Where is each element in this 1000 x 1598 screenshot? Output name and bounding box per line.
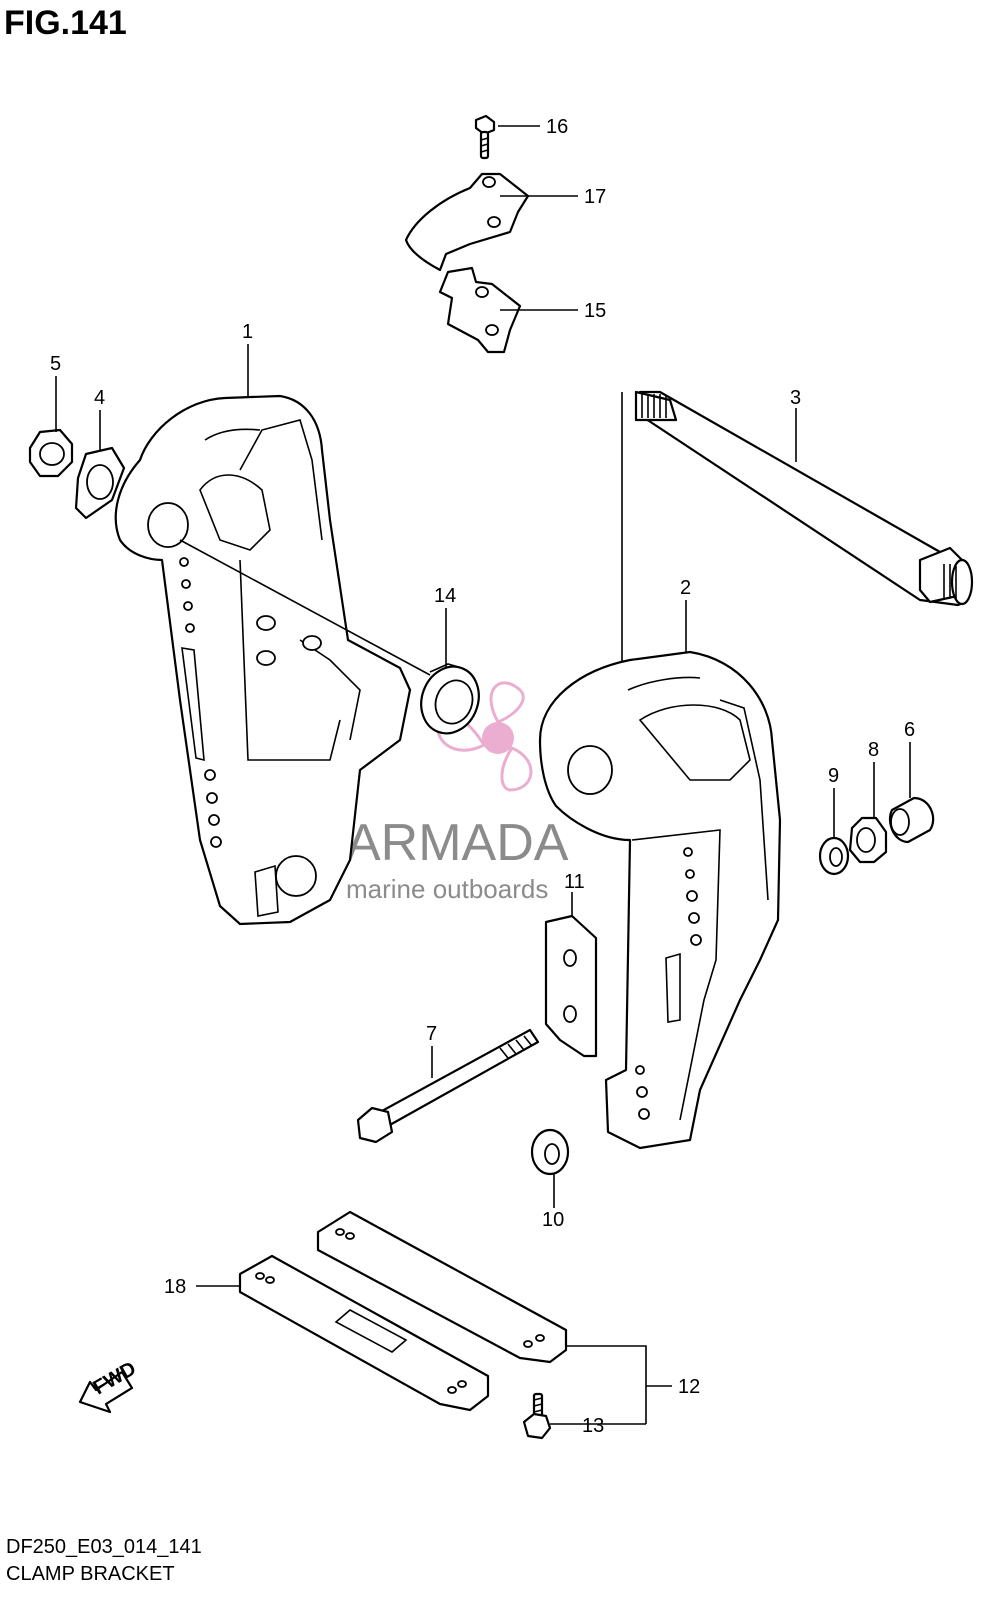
part-3-shaft [634, 390, 974, 607]
callout-18: 18 [164, 1276, 186, 1298]
figure-name: CLAMP BRACKET [6, 1563, 175, 1585]
part-18-bar [238, 1254, 490, 1412]
callout-9: 9 [828, 765, 839, 787]
part-2-clamp-bracket-right [538, 650, 782, 1150]
bracket-axis-line [179, 539, 431, 676]
arrow-icon [78, 1370, 134, 1414]
part-15-bracket [438, 266, 522, 354]
callout-8: 8 [868, 739, 879, 761]
callout-7: 7 [426, 1023, 437, 1045]
watermark-tagline: marine outboards [346, 874, 548, 904]
part-6-collar [888, 796, 935, 844]
callout-17: 17 [584, 186, 606, 208]
callout-4: 4 [94, 387, 105, 409]
figure-code: DF250_E03_014_141 [6, 1536, 202, 1558]
part-16-bolt [474, 114, 496, 160]
callout-16: 16 [546, 116, 568, 138]
leader-lines [55, 125, 911, 1425]
callout-12: 12 [678, 1376, 700, 1398]
part-8-nut [848, 816, 888, 864]
callout-11: 11 [564, 871, 585, 893]
watermark-brand: ARMADA [346, 814, 569, 872]
callout-10: 10 [542, 1209, 564, 1231]
watermark: ARMADA marine outboards [346, 681, 569, 904]
fwd-direction-marker: FWD [78, 1358, 140, 1414]
callout-1: 1 [242, 321, 253, 343]
callout-2: 2 [680, 577, 691, 599]
callouts: 16 17 15 1 5 4 3 2 14 6 8 9 11 7 10 18 1… [50, 116, 915, 1437]
part-4-washer [74, 446, 126, 520]
callout-3: 3 [790, 387, 801, 409]
callout-6: 6 [904, 719, 915, 741]
callout-15: 15 [584, 300, 606, 322]
part-17-cover [404, 172, 530, 272]
figure-title: FIG.141 [4, 4, 127, 42]
part-14-bushing [420, 663, 480, 735]
part-11-plate [544, 914, 598, 1058]
part-1-clamp-bracket-left [114, 394, 412, 926]
callout-13: 13 [582, 1415, 604, 1437]
part-7-bolt [356, 1028, 540, 1144]
callout-5: 5 [50, 353, 61, 375]
callout-14: 14 [434, 585, 456, 607]
part-9-washer [818, 836, 850, 876]
part-12-bar [316, 1210, 568, 1364]
part-13-bolt [522, 1392, 552, 1440]
part-5-nut [28, 428, 74, 478]
part-10-washer [530, 1128, 570, 1176]
propeller-logo-icon [436, 681, 533, 792]
